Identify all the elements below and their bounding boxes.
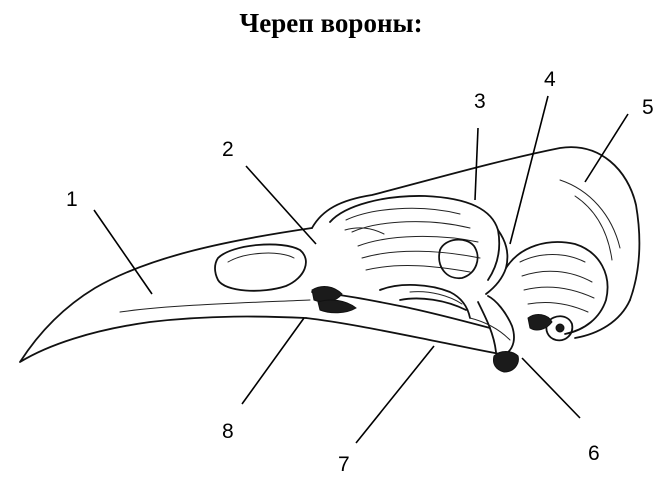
label-5: 5 [642, 96, 654, 119]
label-6: 6 [588, 442, 600, 465]
leader-lines [94, 96, 628, 443]
leader-line-7 [356, 346, 434, 443]
beak-drawing [20, 228, 312, 362]
leader-line-6 [522, 358, 580, 418]
label-1: 1 [66, 188, 78, 211]
number-labels: 1 2 3 4 5 6 7 8 [66, 68, 654, 476]
leader-line-8 [242, 318, 304, 404]
label-7: 7 [338, 453, 350, 476]
label-3: 3 [474, 90, 486, 113]
leader-line-3 [475, 128, 478, 200]
label-8: 8 [222, 420, 234, 443]
leader-line-1 [94, 210, 152, 294]
leader-line-4 [510, 96, 548, 244]
label-4: 4 [544, 68, 556, 91]
jaw-region-drawing [306, 285, 572, 372]
label-2: 2 [222, 138, 234, 161]
